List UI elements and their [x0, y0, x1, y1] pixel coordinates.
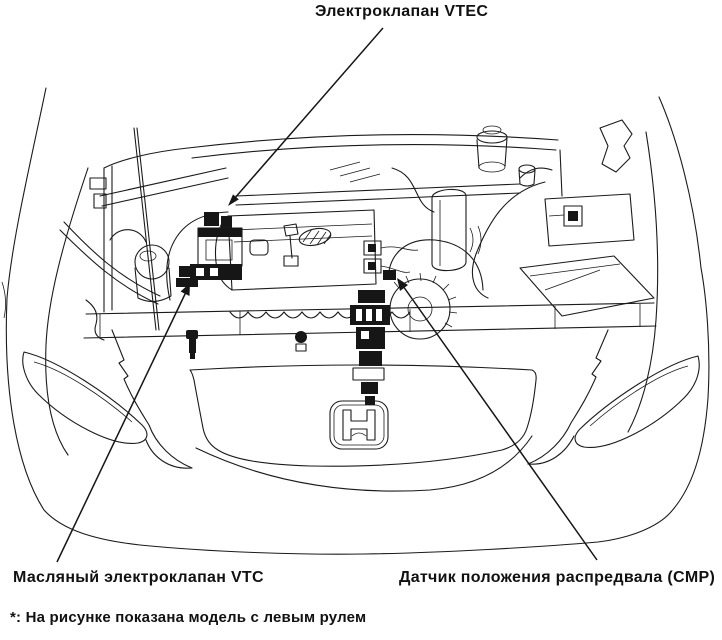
inner-fender-right [627, 131, 659, 433]
car-body-outline [1, 87, 710, 555]
arrowhead-vtec [228, 194, 239, 206]
ignition-coil-assembly [350, 290, 390, 405]
leader-line-vtc [56, 283, 190, 563]
grille-lower-lip [195, 435, 533, 492]
oil-cap [249, 239, 269, 256]
cooling-fan [387, 239, 484, 340]
footnote: *: На рисунке показана модель с левым ру… [10, 609, 367, 626]
callout-label-vtec: Электроклапан VTEC [315, 3, 489, 20]
vtc-solenoid [176, 278, 198, 287]
outer-body-line [5, 87, 710, 555]
leader-line-cmp [397, 278, 598, 561]
washer-canister [134, 244, 172, 303]
arrowhead-cmp [397, 278, 408, 291]
hood-hinge [599, 119, 633, 173]
callout-label-cmp: Датчик положения распредвала (CMP) [399, 569, 716, 586]
battery [519, 255, 655, 317]
headlight-right [574, 355, 700, 448]
arrowhead-vtc [180, 283, 190, 296]
fan-shroud [387, 239, 484, 291]
hood-prop-rod [133, 127, 160, 331]
intake-duct [431, 188, 482, 272]
bolt-fasteners [186, 330, 307, 359]
brake-reservoir [476, 125, 536, 187]
callout-label-vtc: Масляный электроклапан VTC [13, 569, 264, 586]
honda-logo-badge [329, 400, 389, 450]
leader-line-vtec [228, 27, 384, 206]
fuse-box [544, 193, 635, 247]
vtec-solenoid [179, 212, 243, 280]
strut-brace [99, 167, 229, 207]
grille [189, 364, 537, 492]
bumper-upper-edges [111, 329, 609, 469]
headlight-left [22, 351, 148, 444]
inner-fender-left [45, 167, 89, 456]
cmp-sensor [363, 240, 419, 280]
honda-h-logo [342, 409, 376, 441]
